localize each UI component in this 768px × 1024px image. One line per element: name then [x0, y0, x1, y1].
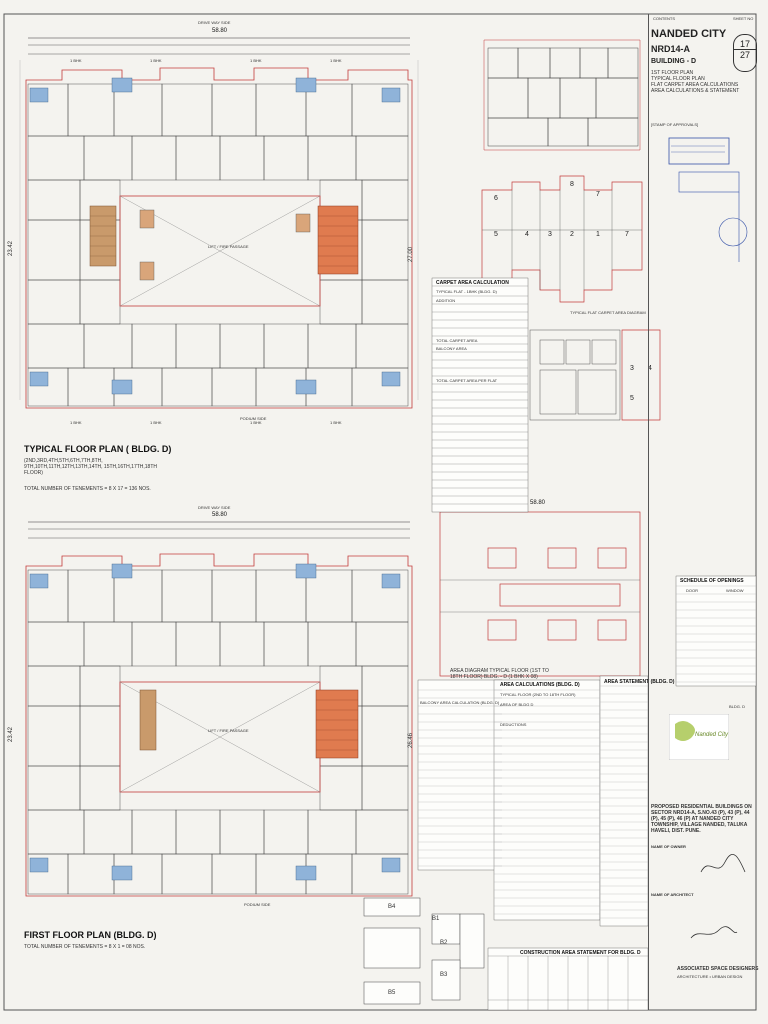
first-floor-plan — [25, 521, 413, 897]
typical-floor-list: (2ND,3RD,4TH,5TH,6TH,7TH,8TH, 9TH,10TH,1… — [24, 458, 158, 476]
carpet-table-total: TOTAL CARPET AREA — [436, 338, 478, 343]
carpet-table-balcony: BALCONY AREA — [436, 346, 467, 351]
first-tenements: TOTAL NUMBER OF TENEMENTS = 8 X 1 = 08 N… — [24, 944, 146, 950]
building-name: BUILDING - D — [651, 58, 697, 65]
schedule-window: WINDOW — [726, 588, 744, 593]
balcony-calc-heading: BALCONY AREA CALCULATION (BLDG. D) — [420, 700, 500, 705]
first-top-dimension: 58.80 — [212, 512, 228, 518]
svg-text:4: 4 — [525, 231, 529, 238]
typical-side-dim: 23.42 — [8, 240, 14, 256]
owner-signature — [700, 854, 746, 873]
flat-tag: 1 BHK — [150, 58, 162, 63]
sheet-no-label: SHEET NO — [733, 16, 754, 21]
approval-stamps — [668, 137, 748, 262]
sector-name: NRD14-A — [651, 44, 691, 54]
flat-tag: 1 BHK — [70, 58, 82, 63]
svg-text:8: 8 — [570, 181, 574, 188]
typical-floor-plan — [19, 37, 419, 409]
area-block-label: B4 — [388, 904, 396, 910]
typical-side-dim2: 27.00 — [408, 246, 414, 262]
flat-tag: 1 BHK — [250, 58, 262, 63]
area-diagram-dimension: 58.80 — [530, 500, 546, 506]
flat-tag: 1 BHK — [250, 420, 262, 425]
title-block: CONTENTS SHEET NO NANDED CITY NRD14-A BU… — [648, 14, 759, 1010]
typical-podium-label: PODIUM SIDE — [240, 416, 267, 421]
sheet-total: 27 — [739, 50, 750, 60]
area-block-label: B1 — [432, 916, 440, 922]
svg-text:5: 5 — [630, 395, 634, 402]
contents-line: AREA CALCULATIONS & STATEMENT — [651, 88, 740, 94]
area-calc-area-of-bldg: AREA OF BLDG D — [500, 702, 534, 707]
stamp-label: [STAMP OF APPROVALS] — [651, 122, 699, 127]
area-block-label: B5 — [388, 990, 396, 996]
svg-text:5: 5 — [494, 231, 498, 238]
contents-line: 1ST FLOOR PLAN — [651, 70, 694, 76]
area-calc-deductions: DEDUCTIONS — [500, 722, 527, 727]
area-block-label: B2 — [440, 940, 448, 946]
svg-text:1: 1 — [596, 231, 600, 238]
carpet-table-addition: ADDITION — [436, 298, 456, 303]
firm-name: ASSOCIATED SPACE DESIGNERS — [677, 966, 759, 972]
schedule-door: DOOR — [686, 588, 698, 593]
bldg-label: BLDG. D — [729, 704, 746, 709]
typical-drive-way-label: DRIVE WAY SIDE — [198, 20, 231, 25]
first-podium-label: PODIUM SIDE — [244, 902, 271, 907]
typical-tenements: TOTAL NUMBER OF TENEMENTS = 8 X 17 = 136… — [24, 486, 151, 492]
first-floor-plan-title: FIRST FLOOR PLAN (BLDG. D) — [24, 930, 157, 940]
svg-text:2: 2 — [570, 231, 574, 238]
architect-label: NAME OF ARCHITECT — [651, 892, 694, 897]
typical-flat-plan — [483, 39, 641, 151]
sheet-badge: 17 27 — [733, 34, 757, 72]
schedule-heading: SCHEDULE OF OPENINGS — [680, 578, 744, 584]
first-drive-way-label: DRIVE WAY SIDE — [198, 505, 231, 510]
area-block-label: B3 — [440, 972, 448, 978]
typical-top-dimension: 58.80 — [212, 28, 228, 34]
area-statement-heading: AREA STATEMENT (BLDG. D) — [604, 679, 675, 685]
flat-tag: 1 BHK — [150, 420, 162, 425]
firm-sub: ARCHITECTURE • URBAN DESIGN — [677, 974, 743, 979]
svg-text:3: 3 — [630, 365, 634, 372]
area-calc-heading: AREA CALCULATIONS (BLDG. D) — [500, 682, 580, 688]
typical-lift-label: LIFT / FIRE PASSAGE — [208, 244, 249, 249]
flat-tag: 1 BHK — [330, 420, 342, 425]
flat-tag: 1 BHK — [330, 58, 342, 63]
area-diagram — [439, 511, 641, 677]
typical-floor-plan-title: TYPICAL FLOOR PLAN ( BLDG. D) — [24, 444, 172, 454]
carpet-table-flat: TYPICAL FLAT - 1BHK (BLDG. D) — [436, 289, 497, 294]
svg-text:3: 3 — [548, 231, 552, 238]
project-name: NANDED CITY — [651, 28, 727, 40]
first-side-dim2: 26.46 — [408, 732, 414, 748]
carpet-table-heading: CARPET AREA CALCULATION — [436, 280, 509, 286]
svg-text:7: 7 — [596, 191, 600, 198]
first-lift-label: LIFT / FIRE PASSAGE — [208, 728, 249, 733]
sheet-number: 17 — [734, 39, 756, 50]
flat-diagram-small — [529, 329, 621, 421]
architect-signature — [690, 926, 738, 939]
area-calc-typical: TYPICAL FLOOR (2ND TO 18TH FLOOR) — [500, 692, 576, 697]
contents-line: FLAT CARPET AREA CALCULATIONS — [651, 82, 739, 88]
carpet-table-total-per-flat: TOTAL CARPET AREA PER FLAT — [436, 378, 498, 383]
first-side-dim: 23.42 — [8, 726, 14, 742]
proposal-text: PROPOSED RESIDENTIAL BUILDINGS ON SECTOR… — [651, 804, 752, 834]
svg-text:7: 7 — [625, 231, 629, 238]
owner-label: NAME OF OWNER — [651, 844, 686, 849]
flat-tag: 1 BHK — [70, 420, 82, 425]
construction-heading: CONSTRUCTION AREA STATEMENT FOR BLDG. D — [520, 950, 641, 956]
contents-line: TYPICAL FLOOR PLAN — [651, 76, 705, 82]
typical-flat-caption: TYPICAL FLAT CARPET AREA DIAGRAM — [570, 310, 646, 315]
svg-text:6: 6 — [494, 195, 498, 202]
svg-text:4: 4 — [648, 365, 652, 372]
area-blocks — [363, 897, 485, 1005]
nanded-city-logo — [669, 714, 729, 760]
contents-label: CONTENTS — [653, 16, 675, 21]
logo-text: Nanded City — [695, 732, 729, 738]
area-diagram-caption: AREA DIAGRAM TYPICAL FLOOR (1ST TO 18TH … — [450, 668, 549, 680]
